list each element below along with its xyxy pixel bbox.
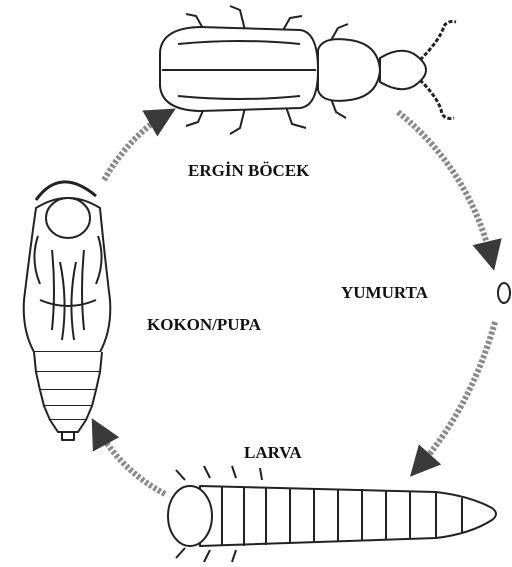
- arrow-larva-to-pupa: [96, 426, 165, 494]
- adult-beetle-icon: [160, 6, 456, 134]
- arrow-adult-to-egg: [398, 112, 492, 262]
- larva-icon: [168, 466, 496, 562]
- label-egg: YUMURTA: [341, 283, 429, 302]
- arrow-egg-to-larva: [416, 322, 495, 470]
- label-adult: ERGİN BÖCEK: [188, 161, 310, 180]
- label-larva: LARVA: [244, 443, 302, 462]
- pupa-icon: [24, 182, 111, 440]
- egg-icon: [498, 283, 510, 303]
- arrow-pupa-to-adult: [104, 113, 168, 180]
- label-pupa: KOKON/PUPA: [147, 315, 262, 334]
